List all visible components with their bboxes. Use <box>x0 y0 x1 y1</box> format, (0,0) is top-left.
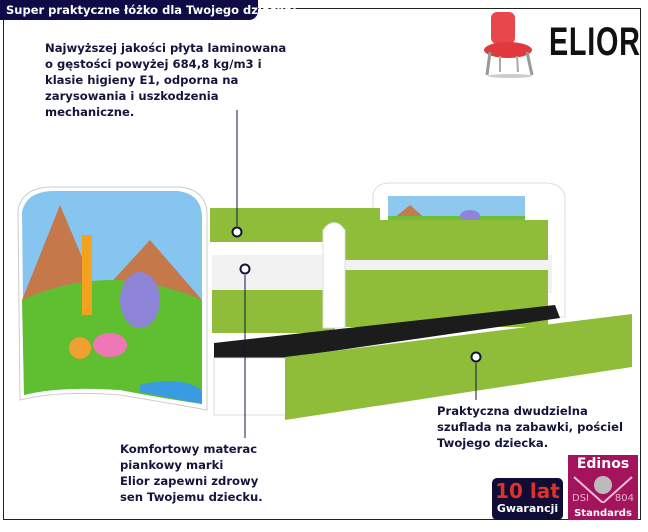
edinos-number: 804 <box>614 493 634 504</box>
right-headboard-picture <box>388 196 525 223</box>
callout-mattress-text: Komfortowy materac piankowy marki Elior … <box>120 442 263 504</box>
callout-drawer-text: Praktyczna dwudzielna szuflada na zabawk… <box>437 404 623 450</box>
brand-logo-text: ELIOR <box>549 20 641 64</box>
frame-top-line <box>258 8 641 9</box>
edinos-name: Edinos <box>576 456 630 472</box>
callout-dot-board <box>231 226 243 238</box>
red-chair-icon <box>484 12 534 78</box>
callout-dot-mattress <box>239 263 251 275</box>
edinos-dsi: DSI <box>572 493 589 504</box>
drawer-interior <box>214 305 560 360</box>
edinos-standards: Standards <box>574 508 632 519</box>
drawer-front <box>285 314 632 420</box>
lower-rail-left <box>212 290 335 333</box>
content-frame <box>3 8 641 520</box>
safari-picture <box>22 191 202 404</box>
warranty-badge: 10 lat Gwarancji <box>492 478 563 520</box>
edinos-v-icon <box>573 476 633 503</box>
warranty-years: 10 lat <box>495 479 560 503</box>
guard-post <box>322 222 346 329</box>
safety-rail <box>345 220 548 260</box>
callout-board-text: Najwyższej jakości płyta laminowana o gę… <box>45 41 287 119</box>
bed-base <box>213 357 287 416</box>
edinos-badge: Edinos DSI 804 Standards <box>568 455 638 520</box>
page-title: Super praktyczne łóżko dla Twojego dziec… <box>0 0 297 20</box>
warranty-label: Gwarancji <box>496 502 559 515</box>
callout-dot-drawer <box>470 351 482 363</box>
